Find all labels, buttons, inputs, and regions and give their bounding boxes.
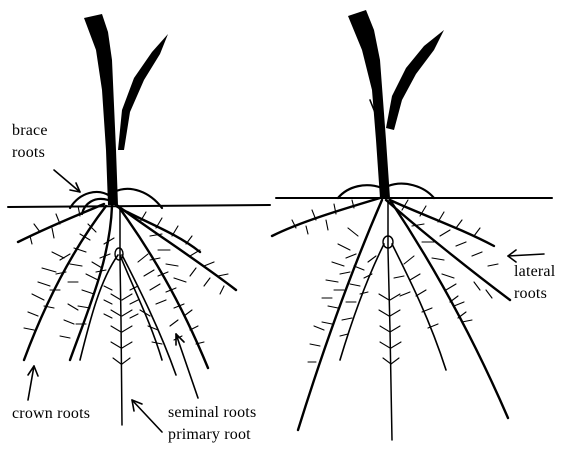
left-ground-line bbox=[8, 205, 270, 207]
label-lateral-roots-2: roots bbox=[514, 284, 547, 303]
left-plant bbox=[8, 14, 270, 432]
left-stalk bbox=[84, 14, 118, 205]
left-lateral-roots bbox=[24, 206, 228, 364]
label-brace-roots-2: roots bbox=[12, 143, 45, 162]
left-crown-roots bbox=[18, 204, 236, 368]
right-stalk bbox=[348, 10, 390, 198]
label-brace-roots-1: brace bbox=[12, 121, 48, 140]
brace-roots-arrow bbox=[54, 170, 80, 192]
right-plant bbox=[272, 10, 552, 440]
right-leaf bbox=[386, 30, 444, 130]
right-lateral-roots bbox=[292, 200, 498, 364]
right-arrows bbox=[508, 250, 544, 262]
left-leaf bbox=[118, 34, 168, 150]
label-primary-root: primary root bbox=[168, 425, 251, 444]
label-crown-roots: crown roots bbox=[12, 404, 90, 423]
left-seed bbox=[115, 248, 123, 260]
primary-root-arrow bbox=[132, 400, 162, 432]
lateral-roots-arrow bbox=[508, 254, 544, 256]
label-seminal-roots: seminal roots bbox=[168, 403, 256, 422]
label-lateral-roots-1: lateral bbox=[514, 262, 555, 281]
seminal-roots-arrow bbox=[176, 334, 198, 398]
